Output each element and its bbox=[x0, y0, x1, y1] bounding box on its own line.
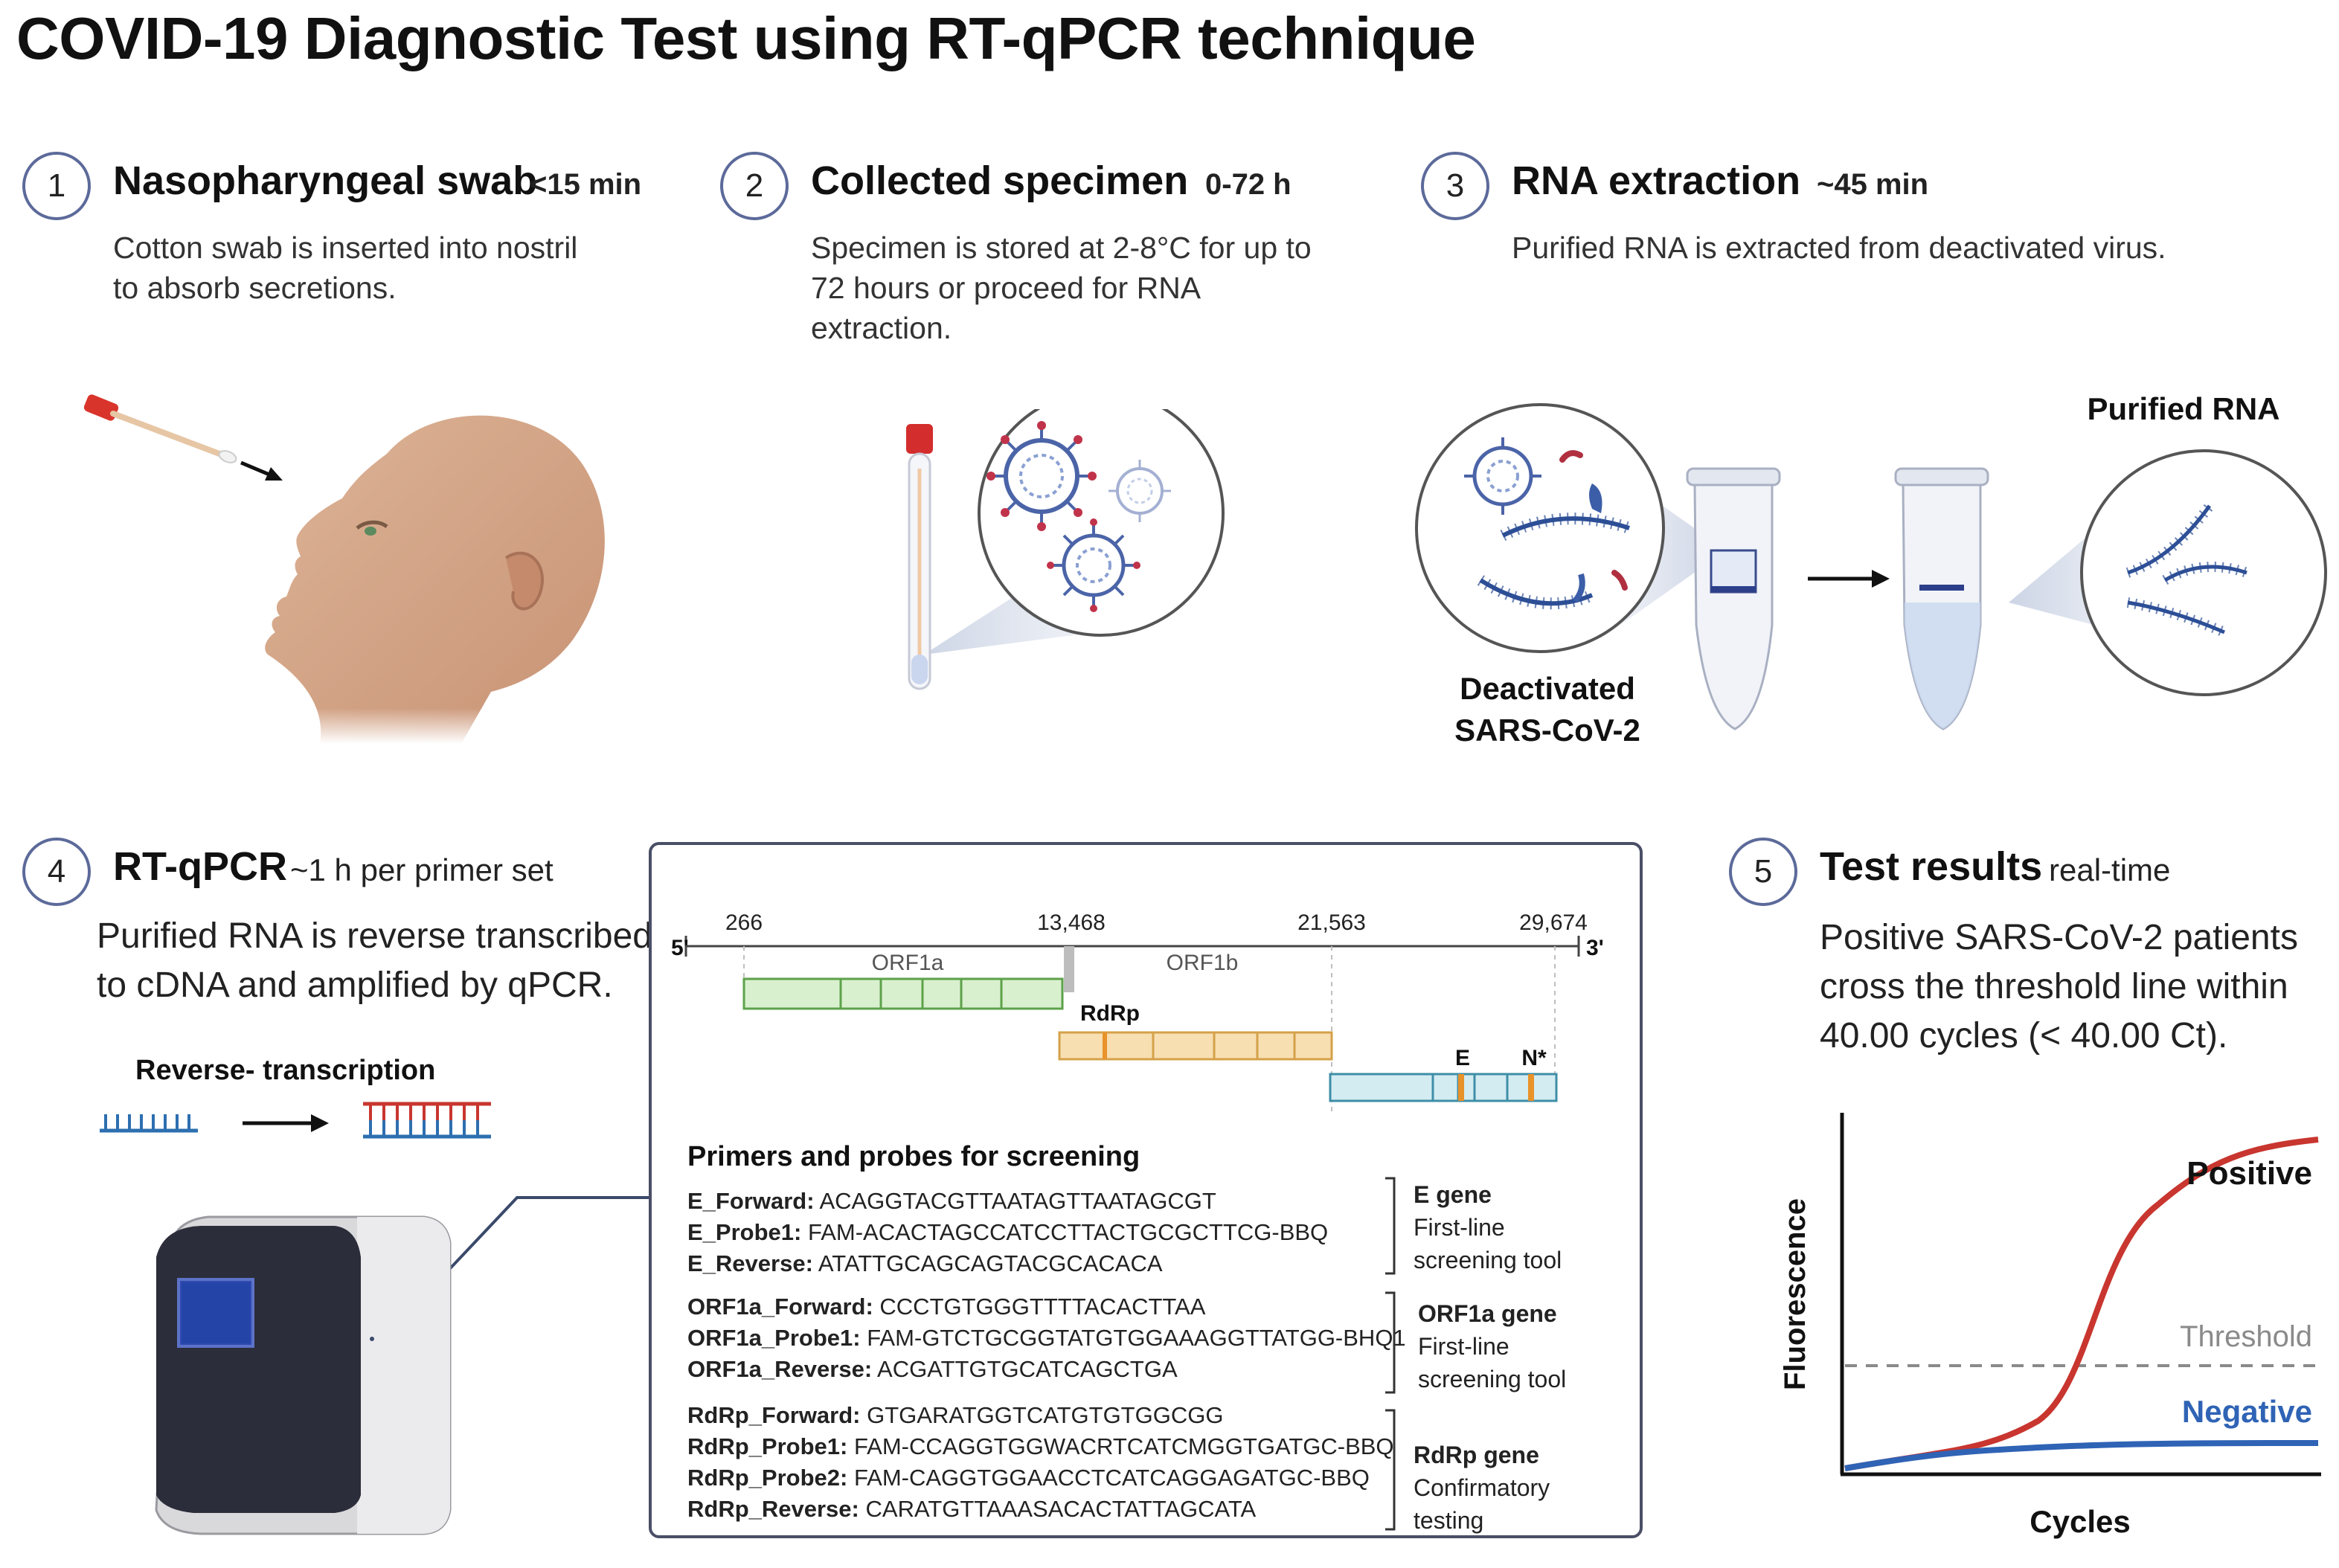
primer-line: RdRp_Probe1: FAM-CCAGGTGGWACRTCATCMGGTGA… bbox=[687, 1433, 1394, 1459]
primer-line: RdRp_Forward: GTGARATGGTCATGTGTGGCGG bbox=[687, 1402, 1224, 1428]
purified-rna-icon bbox=[2080, 449, 2327, 696]
orf1b-region bbox=[1058, 1031, 1333, 1061]
cdna-strand-icon bbox=[363, 1102, 491, 1139]
position-label: 21,563 bbox=[1297, 910, 1366, 935]
three-prime-label: 3' bbox=[1586, 936, 1604, 960]
page-title: COVID-19 Diagnostic Test using RT-qPCR t… bbox=[16, 5, 1476, 71]
step-2-desc-line: extraction. bbox=[811, 311, 952, 345]
primer-line: E_Probe1: FAM-ACACTAGCCATCCTTACTGCGCTTCG… bbox=[687, 1219, 1329, 1245]
negative-label: Negative bbox=[2182, 1394, 2312, 1429]
nasopharyngeal-swab-illustration bbox=[83, 394, 610, 744]
deactivated-virus-icon bbox=[1415, 403, 1665, 653]
swab-icon bbox=[83, 394, 237, 463]
step-3-number: 3 bbox=[1421, 152, 1489, 220]
virus-magnification-icon bbox=[978, 409, 1225, 637]
negative-curve bbox=[1844, 1440, 2319, 1471]
positive-label: Positive bbox=[2186, 1155, 2312, 1192]
results-chart: Fluorescence Cycles Threshold Positive N… bbox=[1779, 1113, 2321, 1539]
orf1a-label: ORF1a bbox=[872, 951, 944, 975]
primer-group-rdrp: RdRp_Forward: GTGARATGGTCATGTGTGGCGG RdR… bbox=[687, 1400, 1394, 1525]
step-1-time: <15 min bbox=[530, 168, 642, 201]
qpcr-machine-icon bbox=[155, 1215, 452, 1535]
step-5-desc-line: cross the threshold line within bbox=[1820, 967, 2288, 1006]
step-3-time: ~45 min bbox=[1817, 168, 1929, 201]
purified-rna-label: Purified RNA bbox=[2087, 391, 2280, 426]
step-5-time: real-time bbox=[2049, 852, 2171, 887]
primer-group-e: E_Forward: ACAGGTACGTTAATAGTTAATAGCGT E_… bbox=[687, 1186, 1328, 1279]
step-4-description: Purified RNA is reverse transcribed to c… bbox=[97, 912, 652, 1010]
step-1-description: Cotton swab is inserted into nostril to … bbox=[113, 228, 577, 308]
step-2-time: 0-72 h bbox=[1205, 168, 1292, 201]
threshold-label: Threshold bbox=[2180, 1320, 2312, 1353]
step-2-number: 2 bbox=[720, 152, 789, 220]
purified-tube-icon bbox=[1894, 467, 1989, 730]
orf1b-label: ORF1b bbox=[1167, 951, 1239, 975]
deactivated-label-line: Deactivated bbox=[1460, 671, 1635, 706]
step-4-time: ~1 h per primer set bbox=[290, 852, 554, 887]
step-5-description: Positive SARS-CoV-2 patients cross the t… bbox=[1820, 913, 2298, 1061]
specimen-tube-icon bbox=[906, 424, 933, 690]
arrow-icon bbox=[240, 460, 283, 481]
x-axis-label: Cycles bbox=[2030, 1504, 2130, 1539]
gene-label-rdrp: RdRp gene Confirmatory testing bbox=[1414, 1442, 1550, 1534]
primer-brackets bbox=[1385, 1177, 1396, 1531]
deactivated-label-line: SARS-CoV-2 bbox=[1454, 713, 1640, 748]
position-label: 13,468 bbox=[1037, 910, 1106, 935]
step-1-number: 1 bbox=[22, 152, 91, 220]
step-1-title: Nasopharyngeal swab bbox=[113, 158, 538, 203]
position-label: 266 bbox=[725, 910, 763, 935]
position-label: 29,674 bbox=[1519, 910, 1588, 935]
structural-genes-region bbox=[1329, 1073, 1558, 1102]
step-5-desc-line: Positive SARS-CoV-2 patients bbox=[1820, 918, 2298, 957]
reverse-transcription-diagram bbox=[100, 1102, 491, 1139]
step-5-number: 5 bbox=[1729, 838, 1797, 906]
step-4-title: RT-qPCR bbox=[113, 844, 287, 889]
positive-curve bbox=[1844, 1137, 2319, 1471]
step-2-desc-line: Specimen is stored at 2-8°C for up to bbox=[811, 231, 1312, 265]
step-5-title: Test results bbox=[1820, 844, 2043, 889]
step-4-desc-line: to cDNA and amplified by qPCR. bbox=[97, 965, 613, 1005]
e-gene-label: E bbox=[1455, 1046, 1470, 1070]
step-4-number: 4 bbox=[22, 838, 91, 906]
primer-panel bbox=[649, 842, 1643, 1538]
five-prime-label: 5' bbox=[671, 936, 689, 960]
step-2-desc-line: 72 hours or proceed for RNA bbox=[811, 271, 1201, 305]
deactivated-virus-label: Deactivated SARS-CoV-2 bbox=[1414, 668, 1681, 751]
step-1-desc-line: Cotton swab is inserted into nostril bbox=[113, 231, 578, 265]
qpcr-machine-illustration bbox=[155, 1196, 653, 1535]
step-2-title: Collected specimen bbox=[811, 158, 1189, 203]
step-2-description: Specimen is stored at 2-8°C for up to 72… bbox=[811, 228, 1312, 348]
gene-label-orf1a: ORF1a gene First-line screening tool bbox=[1418, 1300, 1567, 1392]
extraction-tube-icon bbox=[1686, 467, 1781, 730]
step-4-desc-line: Purified RNA is reverse transcribed bbox=[97, 916, 652, 956]
reverse-transcription-label: Reverse- transcription bbox=[135, 1055, 436, 1086]
specimen-tube-illustration bbox=[906, 409, 1225, 690]
step-3-desc-line: Purified RNA is extracted from deactivat… bbox=[1512, 231, 2166, 265]
primer-line: ORF1a_Reverse: ACGATTGTGCATCAGCTGA bbox=[687, 1356, 1178, 1382]
primer-line: ORF1a_Forward: CCCTGTGGGTTTTACACTTAA bbox=[687, 1294, 1206, 1320]
step-1-desc-line: to absorb secretions. bbox=[113, 271, 397, 305]
primer-line: RdRp_Reverse: CARATGTTAAASACACTATTAGCATA bbox=[687, 1496, 1257, 1522]
y-axis-label: Fluorescence bbox=[1779, 1198, 1812, 1390]
rdrp-label: RdRp bbox=[1080, 1001, 1140, 1026]
step-3-description: Purified RNA is extracted from deactivat… bbox=[1512, 228, 2166, 268]
step-3-title: RNA extraction bbox=[1512, 158, 1801, 203]
primer-line: RdRp_Probe2: FAM-CAGGTGGAACCTCATCAGGAGAT… bbox=[687, 1465, 1370, 1491]
primer-line: E_Forward: ACAGGTACGTTAATAGTTAATAGCGT bbox=[687, 1188, 1216, 1214]
arrow-icon bbox=[1808, 570, 1890, 588]
rna-extraction-illustration bbox=[1415, 403, 2327, 730]
primer-line: ORF1a_Probe1: FAM-GTCTGCGGTATGTGGAAAGGTT… bbox=[687, 1325, 1406, 1351]
primer-group-orf1a: ORF1a_Forward: CCCTGTGGGTTTTACACTTAA ORF… bbox=[687, 1291, 1406, 1385]
rna-strand-icon bbox=[100, 1114, 198, 1133]
arrow-icon bbox=[243, 1114, 329, 1132]
genome-map: 5' 3' 266 13,468 21,563 29,674 ORF1a ORF… bbox=[671, 910, 1604, 1116]
gene-label-e: E gene First-line screening tool bbox=[1414, 1181, 1562, 1273]
primer-line: E_Reverse: ATATTGCAGCAGTACGCACACA bbox=[687, 1250, 1163, 1276]
n-gene-label: N* bbox=[1521, 1046, 1547, 1070]
primers-heading: Primers and probes for screening bbox=[687, 1141, 1140, 1172]
orf1a-region bbox=[742, 977, 1064, 1010]
step-5-desc-line: 40.00 cycles (< 40.00 Ct). bbox=[1820, 1016, 2228, 1055]
